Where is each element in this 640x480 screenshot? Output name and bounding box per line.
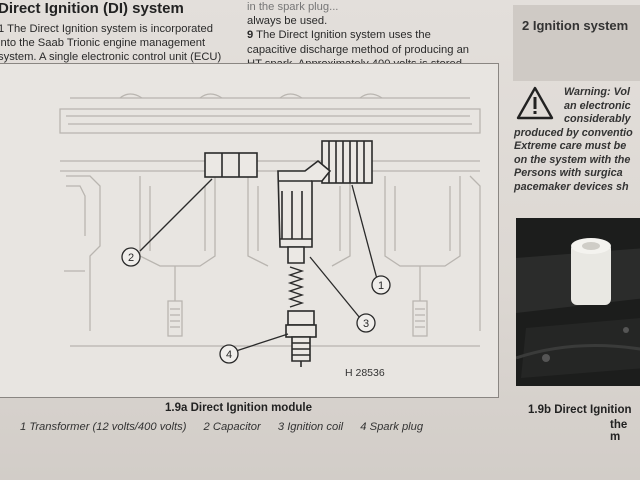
module-photo-image	[516, 218, 640, 386]
warning-line: on the system with the	[514, 153, 631, 166]
warning-icon	[516, 86, 554, 120]
warning-line: Extreme care must be	[514, 140, 627, 152]
warning-text: Warning: Vol an electronic considerably …	[514, 86, 640, 194]
warning-line: Warning: Vol	[564, 86, 630, 98]
warning-line: an electronic	[564, 99, 631, 112]
callout-label: 4	[226, 349, 232, 361]
callout-2: 2	[121, 247, 141, 267]
callout-label: 3	[363, 318, 369, 330]
warning-line: Persons with surgica	[514, 167, 623, 179]
warning-line: produced by conventio	[514, 126, 633, 139]
section-title: Direct Ignition (DI) system	[0, 0, 184, 17]
intro-line: 1 The Direct Ignition system is incorpor…	[0, 23, 213, 35]
warning-line: considerably	[564, 113, 631, 125]
legend-item: 3 Ignition coil	[277, 421, 344, 433]
right-section-title: 2 Ignition system	[522, 18, 629, 33]
para-number: 9	[247, 29, 254, 42]
legend-item: 4 Spark plug	[360, 421, 424, 433]
transformer-part	[321, 140, 373, 184]
callout-leaders	[139, 178, 378, 352]
capacitor-part	[204, 152, 258, 178]
ignition-module-diagram: 2 1 3 4	[59, 93, 481, 367]
intro-line: into the Saab Trionic engine management	[0, 37, 206, 50]
legend-item: 1 Transformer (12 volts/400 volts)	[20, 421, 187, 433]
photo-caption-continued: the m	[610, 419, 628, 443]
figure-caption: 1.9a Direct Ignition module	[165, 402, 312, 414]
callout-3: 3	[356, 313, 376, 333]
para-line: always be used.	[247, 15, 328, 28]
para-line: in the spark plug...	[247, 1, 339, 13]
callout-1: 1	[371, 275, 391, 295]
figure-frame: 2 1 3 4	[0, 63, 499, 398]
para-line: capacitive discharge method of producing…	[247, 43, 470, 56]
coil-spring	[287, 266, 305, 308]
legend-item: 2 Capacitor	[203, 421, 261, 433]
spark-plug-part	[285, 310, 317, 367]
figure-legend: 1 Transformer (12 volts/400 volts) 2 Cap…	[20, 421, 500, 433]
engine-outline	[59, 93, 481, 347]
callout-label: 2	[128, 252, 134, 264]
callout-4: 4	[219, 344, 239, 364]
para-line: 9 The Direct Ignition system uses the	[247, 28, 497, 42]
callout-circles: 2 1 3 4	[121, 247, 391, 364]
intro-line: system. A single electronic control unit…	[0, 51, 222, 64]
right-header-band	[513, 5, 640, 81]
module-photo	[516, 218, 640, 386]
figure-reference-code: H 28536	[345, 367, 385, 379]
photo-caption: 1.9b Direct Ignition	[528, 404, 632, 416]
warning-line: pacemaker devices sh	[514, 180, 629, 193]
callout-label: 1	[378, 280, 384, 292]
intro-paragraph: 1 The Direct Ignition system is incorpor…	[0, 22, 234, 65]
para-line-text: The Direct Ignition system uses the	[256, 29, 431, 42]
paragraph-9: in the spark plug... always be used. 9 T…	[247, 0, 497, 71]
ignition-coil-part	[277, 159, 332, 264]
